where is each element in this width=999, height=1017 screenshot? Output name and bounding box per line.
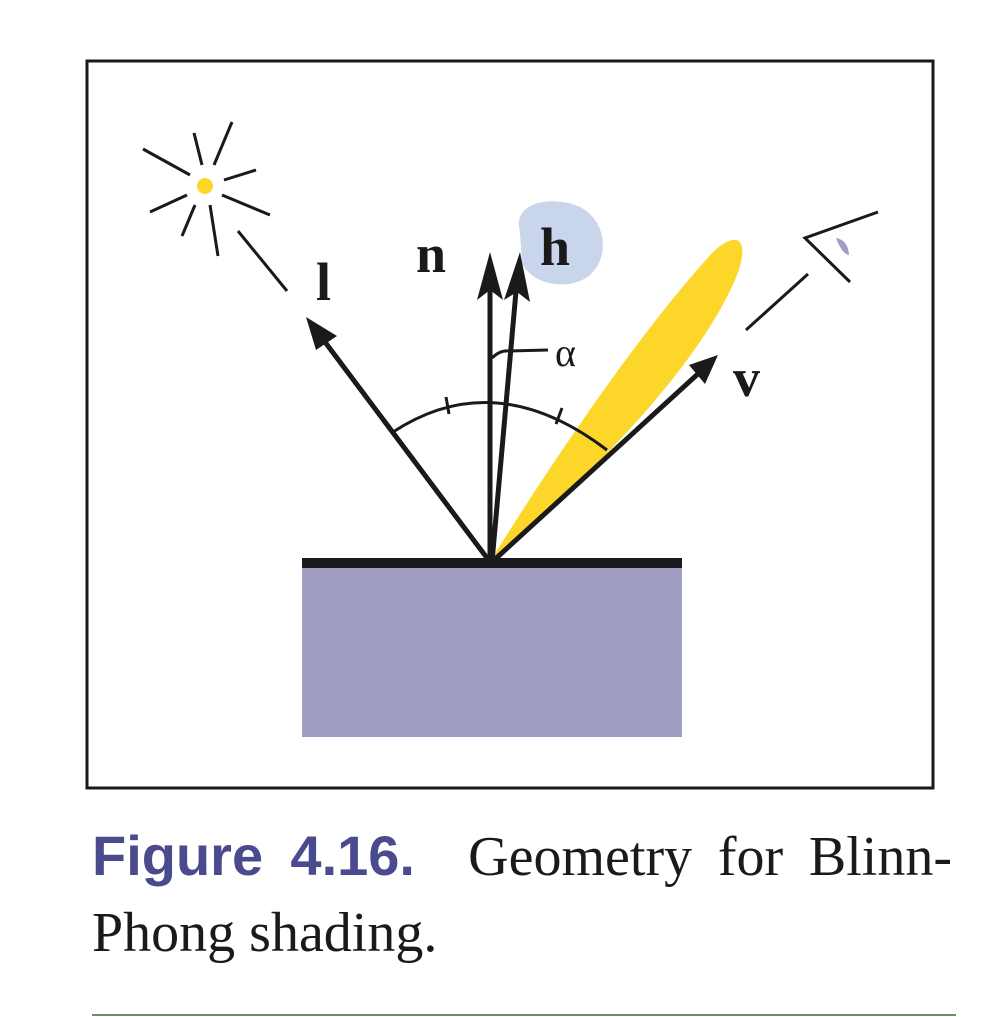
arc-tick-right [554,407,564,425]
figure-frame [85,59,935,790]
half-vector-label: h [540,217,570,277]
light-vector-shaft [320,336,492,564]
eye-iris [836,238,849,255]
alpha-angle-label: α [555,330,576,375]
sun-icon [142,121,271,257]
arc-tick-left [444,396,451,415]
normal-vector-label: n [416,224,446,284]
angle-arc [392,400,608,452]
light-vector-arrowhead [306,317,337,350]
eye-icon [802,210,879,284]
alpha-angle-marker [490,348,549,360]
caption-text: Geometry for Blinn-Phong shading. [92,826,952,964]
normal-vector-arrowhead [477,252,503,300]
figure-caption: Figure 4.16.Geometry for Blinn-Phong sha… [92,818,952,971]
sun-core [197,178,213,194]
view-vector-arrowhead [689,355,718,384]
view-vector-shaft [490,370,702,564]
half-vector-shaft [489,279,520,563]
section-rule [92,1014,956,1016]
caption-number: Figure 4.16. [92,824,415,887]
light-vector-label: l [316,252,331,312]
light-ray-dash [236,230,289,292]
half-vector-arrowhead [504,252,530,302]
view-ray-dash [744,272,810,332]
view-vector-label: v [733,348,760,408]
half-vector-highlight [518,201,603,285]
surface-block [302,563,682,737]
specular-lobe [490,239,743,563]
